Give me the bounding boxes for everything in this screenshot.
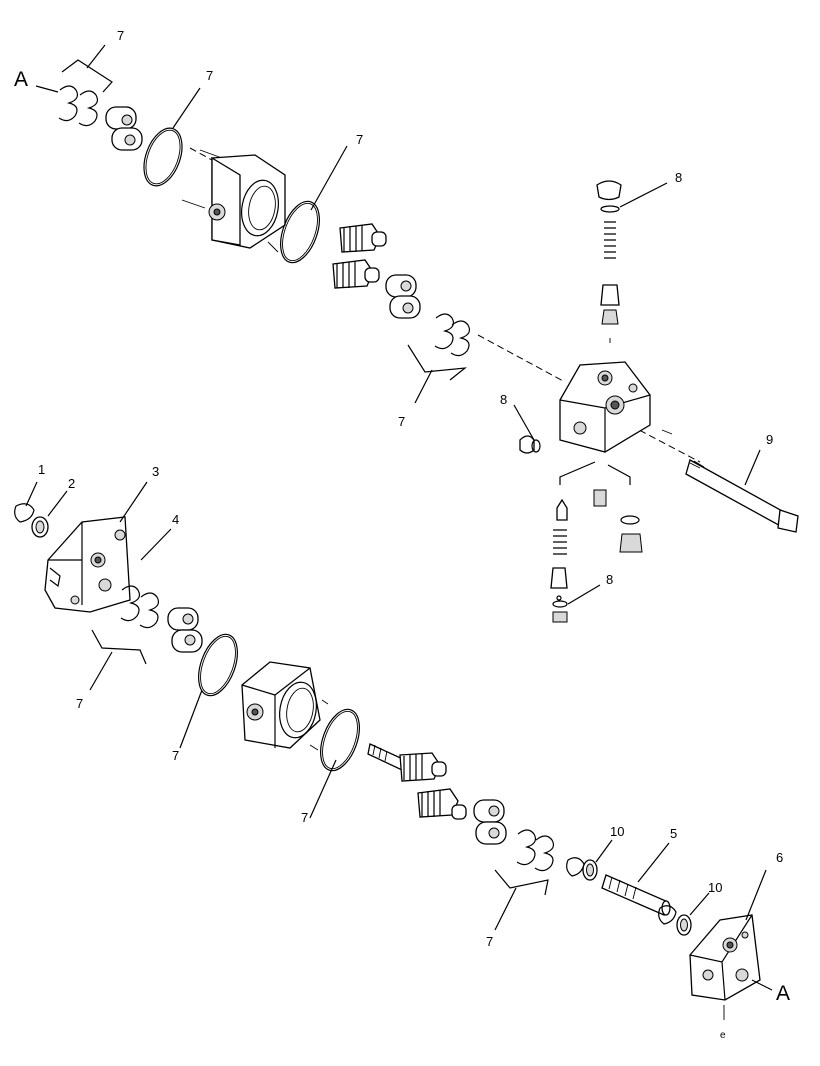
callout-4: 4 <box>172 512 179 527</box>
lower-driven-gear <box>417 788 467 820</box>
callout-a-top: A <box>14 68 28 91</box>
upper-snap-rings-2 <box>434 313 471 357</box>
valve-top-cap <box>596 180 622 343</box>
valve-bottom-stack <box>550 461 643 623</box>
callout-7g: 7 <box>301 810 308 825</box>
lower-seal-10b <box>676 914 692 936</box>
lower-retaining-ring-2 <box>658 905 677 925</box>
callout-7a: 7 <box>117 28 124 43</box>
callout-labels: A 7 7 7 7 8 8 9 8 1 2 3 4 7 7 7 7 10 5 6… <box>14 28 790 1041</box>
lower-snap-rings-2 <box>516 829 555 872</box>
leader-lines <box>25 44 773 991</box>
callout-6: 6 <box>776 850 783 865</box>
callout-3: 3 <box>152 464 159 479</box>
splined-shaft <box>601 874 671 916</box>
callout-2: 2 <box>68 476 75 491</box>
lower-o-ring-2 <box>320 708 360 772</box>
lower-bearing-block-2 <box>473 799 507 845</box>
callout-7f: 7 <box>172 748 179 763</box>
callout-7e: 7 <box>76 696 83 711</box>
long-bolt <box>685 459 799 533</box>
callout-7h: 7 <box>486 934 493 949</box>
lower-retaining-ring <box>566 857 585 877</box>
lower-bearing-block <box>167 607 203 653</box>
upper-o-ring-1 <box>143 127 183 187</box>
callout-1: 1 <box>38 462 45 477</box>
callout-7d: 7 <box>398 414 405 429</box>
end-cover <box>689 914 761 1020</box>
upper-gear-housing <box>181 149 286 253</box>
callout-5: 5 <box>670 826 677 841</box>
callout-8c: 8 <box>606 572 613 587</box>
lower-snap-ring <box>14 503 35 523</box>
lower-o-ring-1 <box>198 633 238 697</box>
upper-bearing-block-2 <box>385 274 421 319</box>
lower-seal-10a <box>582 859 598 881</box>
callout-small: e <box>720 1030 726 1041</box>
lower-seal <box>31 516 49 538</box>
lower-snap-rings-1 <box>120 585 160 629</box>
callout-10a: 10 <box>610 824 624 839</box>
callout-8a: 8 <box>675 170 682 185</box>
lower-drive-gear-shaft <box>367 743 447 782</box>
callout-a-bottom: A <box>776 982 790 1005</box>
upper-bearing-block <box>105 106 143 151</box>
valve-body <box>559 361 673 453</box>
callout-7c: 7 <box>356 132 363 147</box>
upper-snap-rings <box>58 85 99 127</box>
callout-9: 9 <box>766 432 773 447</box>
valve-side-plug <box>519 435 541 454</box>
flange-cover <box>44 516 131 613</box>
callout-10b: 10 <box>708 880 722 895</box>
callout-8b: 8 <box>500 392 507 407</box>
callout-7b: 7 <box>206 68 213 83</box>
lower-gear-housing <box>241 661 329 751</box>
upper-o-ring-2 <box>280 200 320 264</box>
upper-gear-pair <box>332 223 387 289</box>
